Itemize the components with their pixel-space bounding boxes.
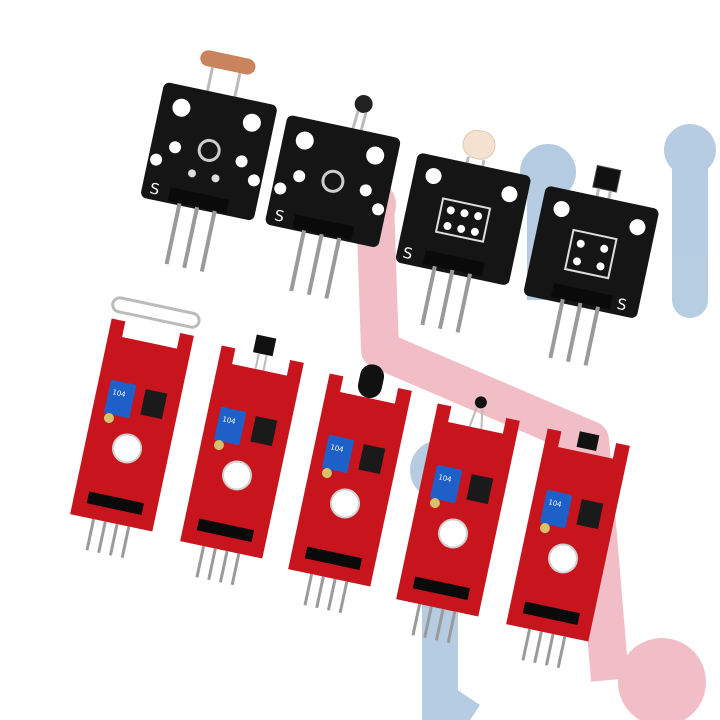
comparator-chip <box>358 444 386 475</box>
svg-text:104: 104 <box>112 388 127 399</box>
red-module-reed-switch: 104 <box>70 296 201 559</box>
module-pcb <box>180 345 304 559</box>
comparator-chip <box>576 499 604 530</box>
potentiometer <box>104 380 137 418</box>
pin-label: S <box>273 206 286 226</box>
module-pcb <box>265 115 401 248</box>
svg-text:104: 104 <box>438 473 453 484</box>
photoresistor-module: S <box>141 50 277 272</box>
potentiometer <box>540 490 573 528</box>
hall-component <box>576 431 600 452</box>
led-module: S <box>395 129 531 333</box>
svg-text:104: 104 <box>548 498 563 509</box>
module-pcb <box>396 403 520 617</box>
thermistor-module: S <box>265 95 401 299</box>
comparator-chip <box>250 416 278 447</box>
potentiometer <box>430 465 463 503</box>
svg-text:104: 104 <box>330 443 345 454</box>
svg-text:104: 104 <box>222 415 237 426</box>
ir-receiver-component <box>357 364 385 399</box>
red-module-hall-sensor: 104 <box>180 334 304 586</box>
red-module-linear-hall-sensor: 104 <box>506 428 630 669</box>
red-module-temperature-sensor: 104 <box>396 396 520 644</box>
hall-transistor-module: S <box>523 164 659 366</box>
pin-label: S <box>401 244 414 264</box>
thermistor-component <box>354 95 373 114</box>
comparator-chip <box>466 474 494 505</box>
thermistor-component <box>474 396 487 409</box>
hall-component <box>253 334 277 357</box>
module-pcb <box>70 318 194 532</box>
reed-switch-component <box>111 296 201 329</box>
pin-label: S <box>148 179 161 199</box>
module-pcb <box>141 82 277 221</box>
led-component <box>462 129 496 160</box>
red-module-flame-sensor: 104 <box>288 364 412 614</box>
module-pcb <box>506 428 630 642</box>
potentiometer <box>322 435 355 473</box>
comparator-chip <box>140 389 168 420</box>
hall-component <box>592 164 622 193</box>
pin-label: S <box>615 295 628 315</box>
module-pcb <box>288 373 412 587</box>
photoresistor-component <box>200 50 256 75</box>
potentiometer <box>214 407 247 445</box>
